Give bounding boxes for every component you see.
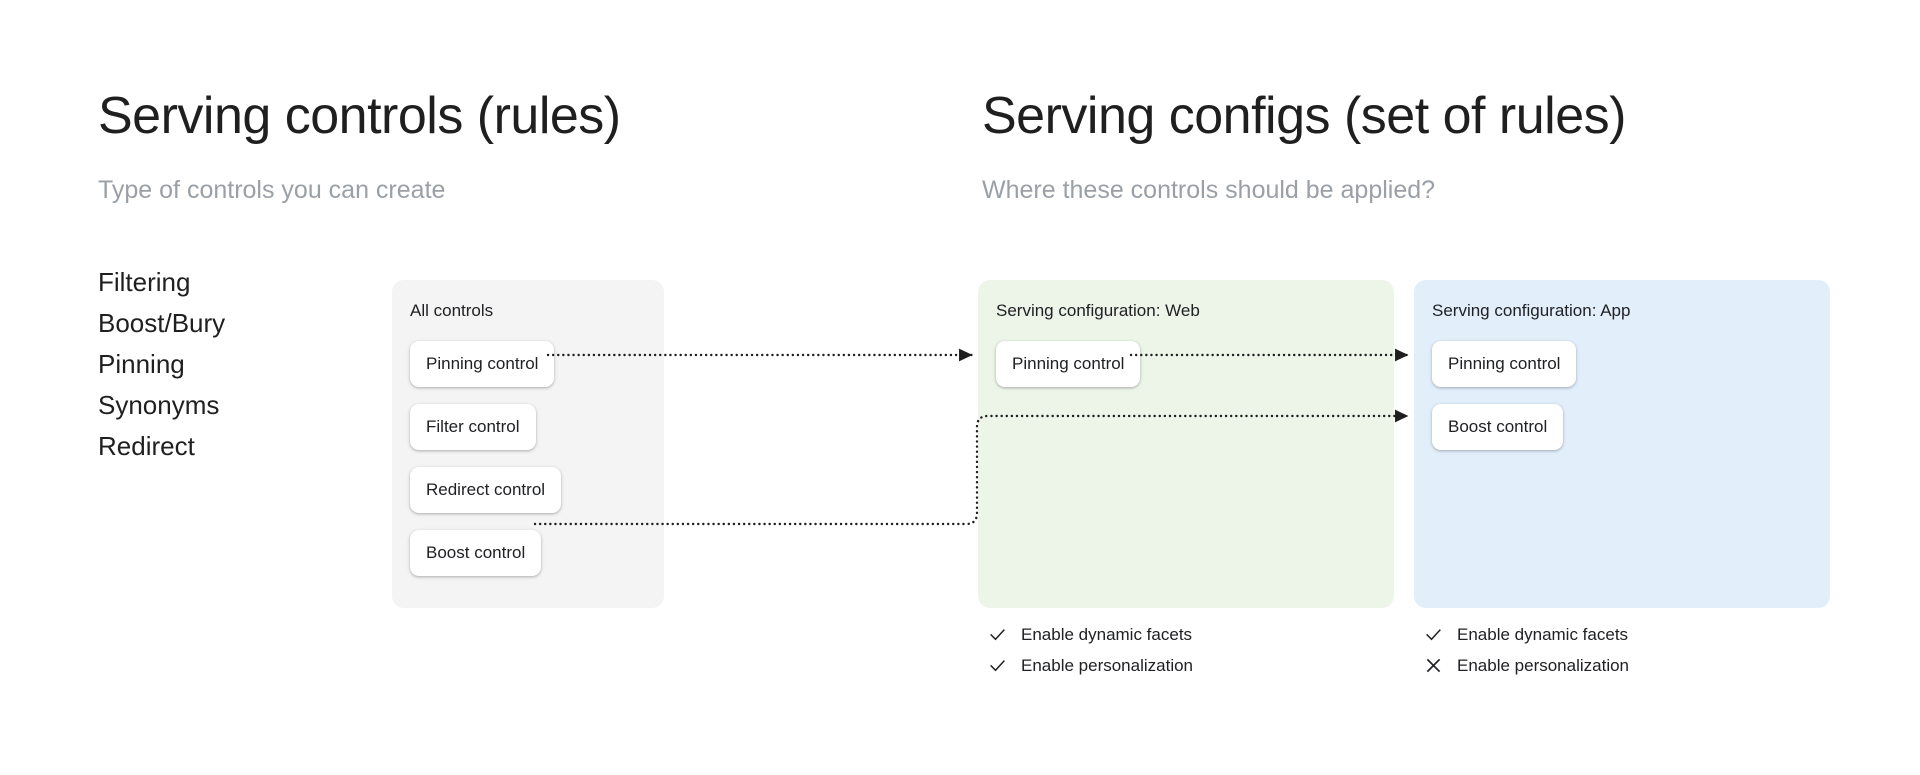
panel-serving-config-app-title: Serving configuration: App: [1432, 301, 1631, 320]
serving-config-app-flag-list: Enable dynamic facets Enable personaliza…: [1424, 625, 1629, 675]
panel-serving-config-web: Serving configuration: Web Pinning contr…: [978, 280, 1394, 608]
chip-filter-control[interactable]: Filter control: [410, 404, 536, 450]
panel-serving-config-app-chip-list: Pinning control Boost control: [1432, 341, 1812, 450]
panel-serving-config-web-title: Serving configuration: Web: [996, 301, 1200, 320]
chip-pinning-control[interactable]: Pinning control: [410, 341, 555, 387]
flag-label: Enable dynamic facets: [1457, 625, 1629, 644]
control-type-list: Filtering Boost/Bury Pinning Synonyms Re…: [98, 268, 225, 460]
serving-config-web-flag-list: Enable dynamic facets Enable personaliza…: [988, 625, 1193, 675]
panel-serving-config-app: Serving configuration: App Pinning contr…: [1414, 280, 1830, 608]
check-icon: [1426, 629, 1441, 641]
flag-row-enable-personalization: Enable personalization: [1424, 656, 1629, 675]
flag-label: Enable personalization: [1457, 656, 1630, 675]
close-icon: [1426, 658, 1441, 673]
chip-redirect-control[interactable]: Redirect control: [410, 467, 562, 513]
control-type-item: Filtering: [98, 267, 191, 297]
flag-row-enable-dynamic-facets: Enable dynamic facets: [1424, 625, 1629, 644]
left-column-title: Serving controls (rules): [98, 87, 621, 145]
panel-serving-config-web-chip-list: Pinning control: [996, 341, 1376, 387]
control-type-item: Redirect: [98, 431, 195, 462]
check-icon: [990, 629, 1005, 641]
flag-label: Enable personalization: [1021, 656, 1194, 675]
chip-pinning-control[interactable]: Pinning control: [1432, 341, 1577, 387]
left-column-subtitle: Type of controls you can create: [98, 176, 446, 204]
panel-all-controls: All controls Pinning control Filter cont…: [392, 280, 664, 608]
check-icon: [990, 660, 1005, 672]
flag-label: Enable dynamic facets: [1021, 625, 1193, 644]
control-type-item: Synonyms: [98, 390, 220, 421]
chip-boost-control[interactable]: Boost control: [1432, 404, 1564, 450]
flag-row-enable-dynamic-facets: Enable dynamic facets: [988, 625, 1193, 644]
panel-all-controls-chip-list: Pinning control Filter control Redirect …: [410, 341, 646, 576]
panel-all-controls-title: All controls: [410, 301, 494, 320]
control-type-item: Boost/Bury: [98, 308, 226, 339]
flag-row-enable-personalization: Enable personalization: [988, 656, 1193, 675]
right-column-title: Serving configs (set of rules): [982, 87, 1626, 145]
control-type-item: Pinning: [98, 349, 185, 380]
chip-boost-control[interactable]: Boost control: [410, 530, 542, 576]
right-column-subtitle: Where these controls should be applied?: [982, 176, 1436, 204]
chip-pinning-control[interactable]: Pinning control: [996, 341, 1141, 387]
